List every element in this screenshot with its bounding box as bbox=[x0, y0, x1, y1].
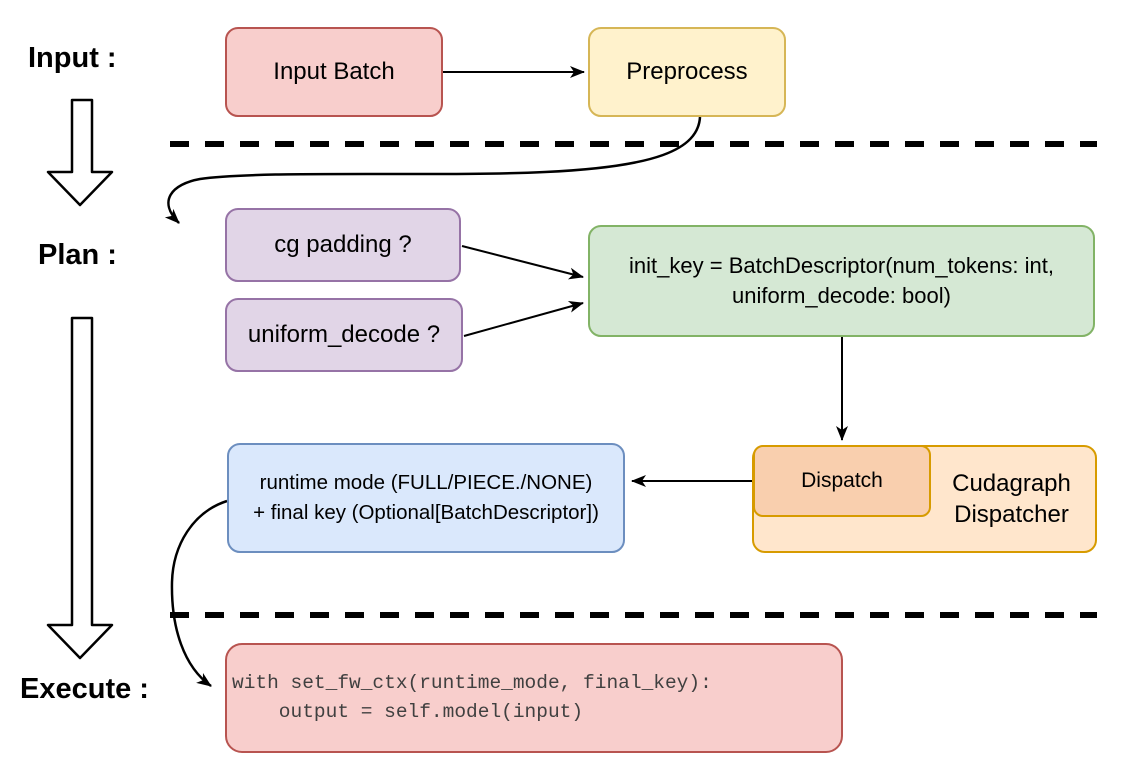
node-init-key-line-2: uniform_decode: bool) bbox=[732, 283, 951, 308]
node-execute-code: with set_fw_ctx(runtime_mode, final_key)… bbox=[225, 643, 843, 753]
node-preprocess-label: Preprocess bbox=[626, 58, 748, 85]
section-label-plan: Plan : bbox=[38, 239, 117, 271]
section-label-input: Input : bbox=[28, 42, 117, 74]
node-dispatch: Dispatch bbox=[753, 445, 931, 517]
node-cudagraph-dispatcher-label: Cudagraph Dispatcher bbox=[952, 470, 1071, 528]
node-input-batch: Input Batch bbox=[225, 27, 443, 117]
node-init-key: init_key = BatchDescriptor(num_tokens: i… bbox=[588, 225, 1095, 337]
arrow-preprocess-to-cgpadding bbox=[164, 116, 702, 224]
section-label-execute: Execute : bbox=[20, 673, 149, 705]
node-dispatch-label: Dispatch bbox=[801, 469, 883, 492]
execute-code-line-2: output = self.model(input) bbox=[232, 701, 584, 723]
node-cg-padding: cg padding ? bbox=[225, 208, 461, 282]
node-uniform-decode: uniform_decode ? bbox=[225, 298, 463, 372]
node-uniform-decode-label: uniform_decode ? bbox=[247, 321, 441, 348]
node-runtime-mode-line-1: runtime mode (FULL/PIECE./NONE) bbox=[259, 471, 593, 494]
execute-code-line-1: with set_fw_ctx(runtime_mode, final_key)… bbox=[232, 672, 712, 694]
node-runtime-mode-line-2: + final key (Optional[BatchDescriptor]) bbox=[253, 501, 599, 524]
node-cg-padding-label: cg padding ? bbox=[274, 231, 412, 258]
node-runtime-mode: runtime mode (FULL/PIECE./NONE) + final … bbox=[227, 443, 625, 553]
node-input-batch-label: Input Batch bbox=[273, 58, 395, 85]
node-preprocess: Preprocess bbox=[588, 27, 786, 117]
arrow-cgpadding-to-initkey bbox=[461, 245, 584, 280]
node-init-key-line-1: init_key = BatchDescriptor(num_tokens: i… bbox=[629, 253, 1054, 278]
block-arrow-input-to-plan bbox=[46, 98, 114, 207]
arrow-uniformdecode-to-initkey bbox=[463, 300, 584, 337]
arrow-runtimemode-to-executecode bbox=[170, 499, 228, 688]
block-arrow-plan-to-execute bbox=[46, 316, 114, 660]
